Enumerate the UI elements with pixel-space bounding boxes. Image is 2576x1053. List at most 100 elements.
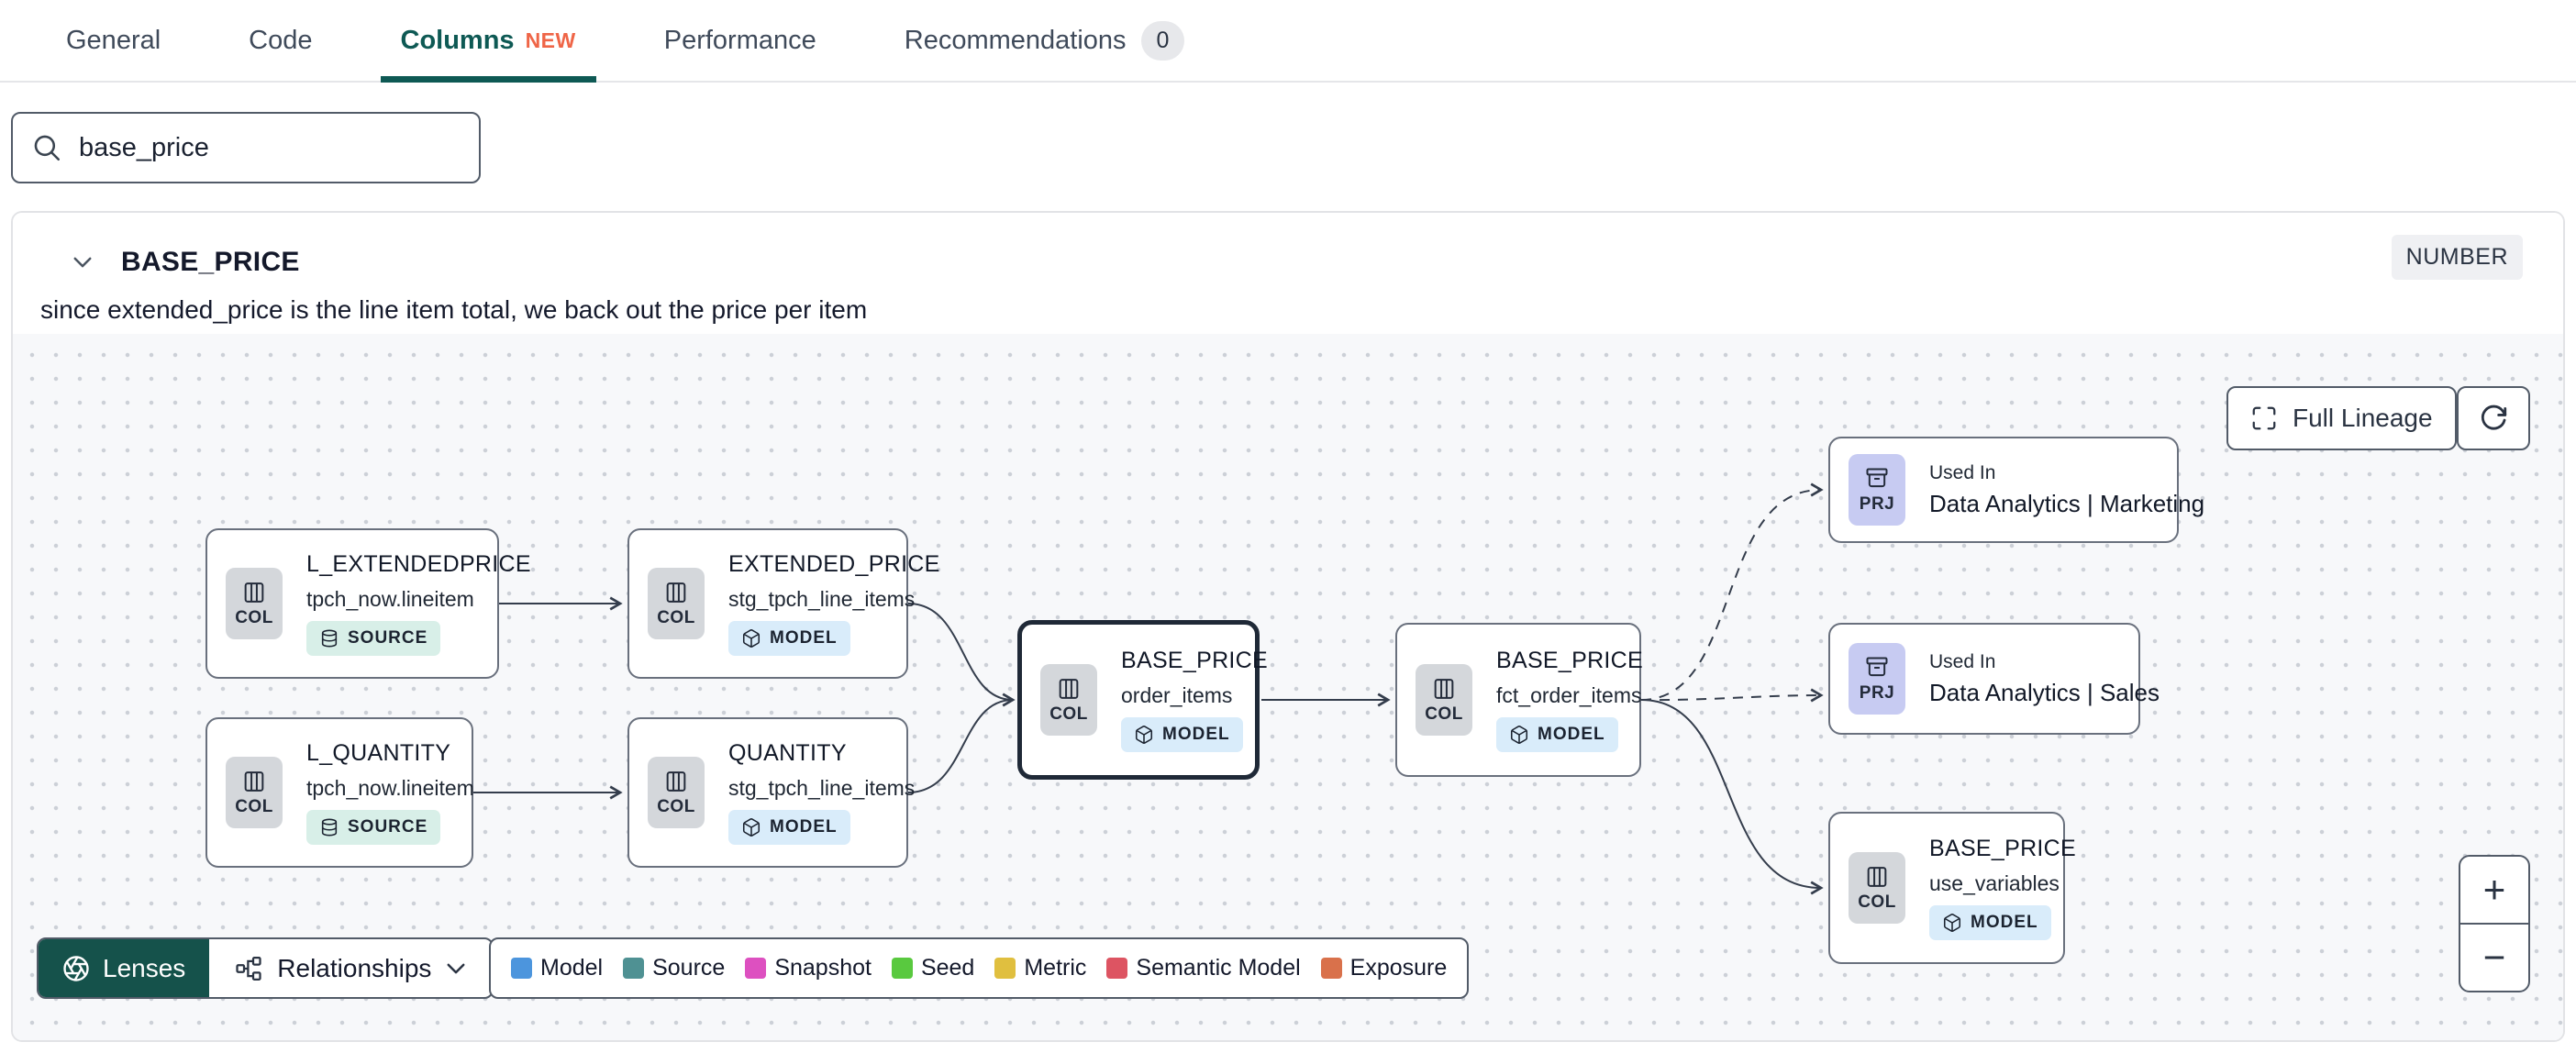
project-title: Data Analytics | Sales	[1929, 678, 2160, 706]
tab-label: Recommendations	[904, 25, 1127, 55]
column-name: BASE_PRICE	[121, 247, 300, 277]
tab-code[interactable]: Code	[228, 0, 332, 81]
legend-swatch	[511, 958, 532, 979]
zoom-in-button[interactable]: +	[2460, 857, 2528, 925]
lineage-node-base-price-fct-order-items[interactable]: COL BASE_PRICE fct_order_items MODEL	[1395, 623, 1644, 777]
node-title: L_EXTENDEDPRICE	[306, 551, 531, 577]
model-chip: MODEL	[728, 810, 850, 845]
lenses-toolbar: Lenses Relationships	[37, 937, 494, 999]
new-badge: NEW	[525, 28, 576, 52]
column-card-header: BASE_PRICE NUMBER since extended_price i…	[13, 213, 2563, 334]
lineage-node-quantity[interactable]: COL QUANTITY stg_tpch_line_items MODEL	[627, 717, 915, 868]
node-subtitle: stg_tpch_line_items	[728, 776, 916, 800]
used-in-label: Used In	[1929, 650, 1996, 672]
legend-item-metric: Metric	[994, 955, 1086, 981]
legend-item-model: Model	[511, 955, 603, 981]
relationships-icon	[236, 956, 261, 981]
legend-item-exposure: Exposure	[1320, 955, 1447, 981]
search-icon	[34, 135, 61, 161]
cube-icon	[1510, 726, 1528, 744]
database-icon	[321, 818, 338, 837]
node-title: L_QUANTITY	[306, 740, 451, 766]
project-title: Data Analytics | Marketing	[1929, 489, 2205, 517]
zoom-controls: + −	[2459, 855, 2530, 992]
legend-item-snapshot: Snapshot	[745, 955, 872, 981]
model-chip: MODEL	[728, 621, 850, 656]
node-title: BASE_PRICE	[1121, 648, 1269, 673]
model-chip: MODEL	[1121, 717, 1243, 752]
lineage-node-l-quantity[interactable]: COL L_QUANTITY tpch_now.lineitem SOURCE	[205, 717, 474, 868]
column-icon: COL	[226, 568, 283, 639]
lineage-canvas[interactable]: COL L_EXTENDEDPRICE tpch_now.lineitem SO…	[13, 334, 2563, 1040]
aperture-icon	[63, 955, 89, 981]
column-icon: COL	[226, 757, 283, 828]
tab-columns[interactable]: Columns NEW	[380, 0, 596, 83]
node-subtitle: fct_order_items	[1496, 683, 1642, 707]
model-chip: MODEL	[1496, 717, 1618, 752]
legend-swatch	[1320, 958, 1342, 979]
project-icon: PRJ	[1849, 454, 1905, 526]
column-icon: COL	[1040, 664, 1097, 736]
column-icon: COL	[648, 757, 705, 828]
lineage-legend: Model Source Snapshot Seed Metric Semant…	[489, 937, 1470, 999]
node-title: BASE_PRICE	[1496, 648, 1644, 673]
relationships-dropdown[interactable]: Relationships	[209, 939, 492, 997]
legend-item-source: Source	[623, 955, 725, 981]
node-title: EXTENDED_PRICE	[728, 551, 940, 577]
lineage-node-base-price-use-variables[interactable]: COL BASE_PRICE use_variables MODEL	[1828, 812, 2076, 964]
lineage-edges	[473, 482, 1824, 895]
column-description: since extended_price is the line item to…	[40, 295, 868, 324]
collapse-chevron-icon[interactable]	[66, 246, 99, 279]
full-lineage-button[interactable]: Full Lineage	[2226, 386, 2457, 450]
used-in-label: Used In	[1929, 461, 1996, 483]
search-input[interactable]	[79, 132, 461, 163]
search-row	[0, 83, 2576, 183]
expand-icon	[2252, 406, 2276, 430]
node-subtitle: use_variables	[1929, 871, 2060, 895]
cube-icon	[742, 629, 761, 648]
legend-swatch	[1106, 958, 1128, 979]
count-badge: 0	[1140, 20, 1185, 61]
column-icon: COL	[1849, 852, 1905, 924]
chevron-down-icon	[447, 963, 465, 973]
tab-recommendations[interactable]: Recommendations 0	[884, 0, 1205, 81]
lenses-button[interactable]: Lenses	[39, 939, 210, 997]
column-icon: COL	[648, 568, 705, 639]
tab-performance[interactable]: Performance	[644, 0, 837, 81]
cube-icon	[1135, 726, 1153, 744]
legend-swatch	[994, 958, 1016, 979]
refresh-icon	[2481, 405, 2507, 430]
legend-item-semantic-model: Semantic Model	[1106, 955, 1301, 981]
column-icon: COL	[1416, 664, 1472, 736]
node-subtitle: tpch_now.lineitem	[306, 587, 474, 611]
lineage-node-used-in-marketing[interactable]: PRJ Used In Data Analytics | Marketing	[1828, 437, 2204, 543]
model-chip: MODEL	[1929, 905, 2051, 940]
tab-label: General	[66, 25, 161, 55]
node-subtitle: tpch_now.lineitem	[306, 776, 474, 800]
source-chip: SOURCE	[306, 621, 441, 656]
lineage-node-l-extendedprice[interactable]: COL L_EXTENDEDPRICE tpch_now.lineitem SO…	[205, 528, 531, 679]
tab-label: Performance	[663, 25, 816, 55]
legend-swatch	[623, 958, 645, 979]
legend-item-seed: Seed	[891, 955, 974, 981]
zoom-out-button[interactable]: −	[2482, 936, 2506, 979]
node-title: BASE_PRICE	[1929, 836, 2077, 861]
legend-swatch	[745, 958, 767, 979]
source-chip: SOURCE	[306, 810, 441, 845]
database-icon	[321, 629, 338, 648]
node-title: QUANTITY	[728, 740, 847, 766]
project-icon: PRJ	[1849, 643, 1905, 715]
lineage-node-extended-price[interactable]: COL EXTENDED_PRICE stg_tpch_line_items M…	[627, 528, 939, 679]
lineage-node-used-in-sales[interactable]: PRJ Used In Data Analytics | Sales	[1828, 623, 2160, 735]
search-box[interactable]	[11, 112, 481, 183]
column-type-badge: NUMBER	[2391, 235, 2523, 280]
legend-swatch	[891, 958, 913, 979]
refresh-button[interactable]	[2457, 386, 2530, 450]
tab-general[interactable]: General	[46, 0, 181, 81]
node-subtitle: stg_tpch_line_items	[728, 587, 916, 611]
lineage-node-base-price-order-items[interactable]: COL BASE_PRICE order_items MODEL	[1017, 620, 1268, 780]
tab-label: Columns	[400, 25, 515, 55]
tab-label: Code	[249, 25, 313, 55]
tab-bar: General Code Columns NEW Performance Rec…	[0, 0, 2576, 83]
cube-icon	[1943, 914, 1961, 932]
